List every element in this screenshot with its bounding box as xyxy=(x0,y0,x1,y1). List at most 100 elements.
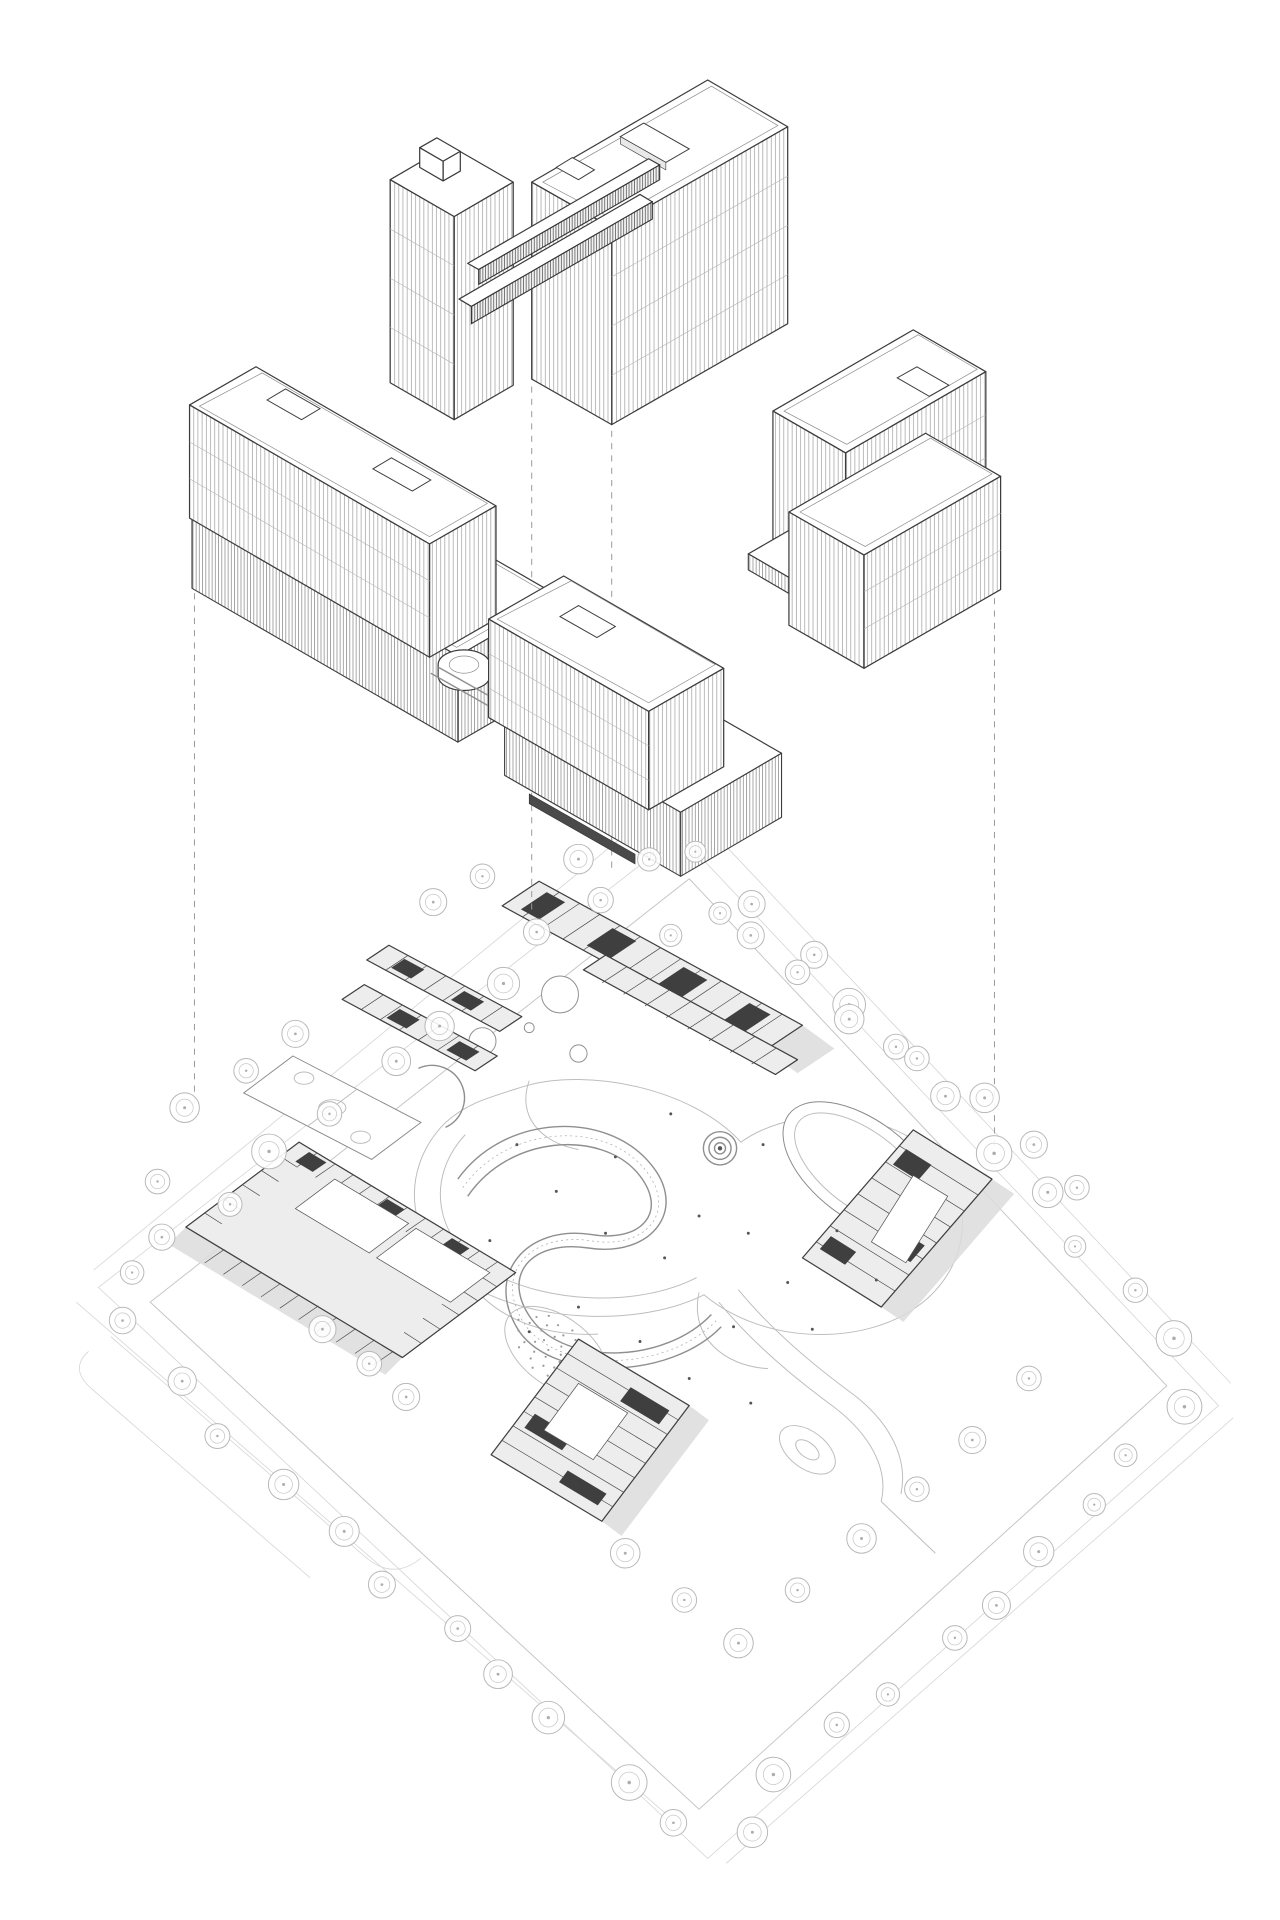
tree-symbol xyxy=(904,1045,930,1072)
tree-trunk xyxy=(750,1830,754,1834)
tree-symbol xyxy=(609,1537,641,1569)
tree-trunk xyxy=(1075,1186,1079,1189)
meadow-dot xyxy=(531,1366,534,1369)
room-grid xyxy=(602,966,777,1065)
sky-bridge-upper xyxy=(467,158,661,286)
tree-canopy-inner xyxy=(665,1814,682,1831)
meadow-dot xyxy=(547,1314,550,1318)
tree-trunk xyxy=(1046,1190,1050,1194)
tree-canopy-inner xyxy=(852,1529,871,1548)
tree-symbol xyxy=(522,918,551,946)
spiral-ring xyxy=(702,1130,738,1166)
room-poche xyxy=(295,1152,470,1259)
meadow-dot xyxy=(542,1338,546,1342)
tree-trunk xyxy=(368,1362,371,1365)
pond xyxy=(541,975,579,1014)
poche-cell xyxy=(892,1149,932,1181)
tree-trunk xyxy=(380,1583,384,1586)
figure-dot xyxy=(604,1231,608,1235)
spiral-ring xyxy=(708,1136,732,1161)
tree-canopy-inner xyxy=(173,1372,191,1390)
east-tower xyxy=(747,329,1002,669)
tree-canopy-inner xyxy=(314,1321,331,1338)
figure-dot xyxy=(746,1231,750,1235)
tree-trunk xyxy=(718,912,722,915)
pond xyxy=(569,1044,588,1063)
meadow-dot xyxy=(533,1350,536,1353)
meadow-dot xyxy=(517,1318,520,1321)
tree-symbol xyxy=(281,1019,310,1048)
floor-line xyxy=(488,687,649,781)
tree-symbol xyxy=(424,1010,455,1042)
tree-trunk xyxy=(1182,1405,1187,1409)
tree-trunk xyxy=(456,1627,460,1630)
tree-canopy-inner xyxy=(222,1197,238,1212)
tree-canopy-inner xyxy=(987,1596,1005,1614)
meadow-dot xyxy=(553,1366,556,1369)
room-divider xyxy=(315,1163,336,1178)
tree-symbol xyxy=(1166,1388,1203,1425)
tree-trunk xyxy=(1124,1454,1127,1457)
tree-trunk xyxy=(915,1488,919,1491)
tree-canopy-inner xyxy=(114,1312,131,1329)
tree-canopy-inner xyxy=(373,1576,391,1593)
floor-line xyxy=(390,327,455,365)
meadow-dot xyxy=(529,1357,532,1360)
figure-dot xyxy=(810,1327,814,1331)
tree-trunk xyxy=(130,1271,134,1274)
tree-symbol xyxy=(204,1423,231,1450)
room-divider xyxy=(242,1271,263,1286)
tree-symbol xyxy=(981,1590,1011,1620)
poche-cell xyxy=(446,1041,480,1061)
tree-trunk xyxy=(501,981,506,986)
tree-canopy-inner xyxy=(743,1823,762,1842)
tree-symbol xyxy=(1063,1235,1087,1258)
tree-canopy-inner xyxy=(258,1140,280,1162)
tree-symbol xyxy=(233,1057,259,1084)
tree-trunk xyxy=(970,1438,974,1442)
northwest-classroom-rows xyxy=(341,944,523,1072)
floor-line xyxy=(390,228,455,267)
tree-canopy-inner xyxy=(909,1481,925,1497)
tree-symbol xyxy=(469,863,496,890)
street-line xyxy=(93,811,653,1271)
court-key xyxy=(350,1130,371,1144)
figure-dot xyxy=(576,1305,580,1309)
tree-canopy-inner xyxy=(829,1717,845,1733)
poche-cell xyxy=(586,928,637,959)
courtyard xyxy=(294,1178,410,1254)
tree-canopy-inner xyxy=(642,852,657,867)
room-poche xyxy=(386,1008,480,1061)
room-divider xyxy=(687,1012,713,1030)
tree-canopy-inner xyxy=(361,1356,377,1372)
tree-canopy-inner xyxy=(274,1475,293,1494)
tree-canopy-inner xyxy=(1068,1239,1082,1254)
tree-symbol xyxy=(784,1577,811,1603)
meadow-dot xyxy=(545,1324,549,1327)
poche-cell xyxy=(620,1387,670,1425)
figure-dot xyxy=(663,1256,667,1260)
tree-symbol xyxy=(169,1092,200,1123)
tree-trunk xyxy=(244,1069,248,1072)
meadow-dot xyxy=(535,1315,538,1319)
room-divider xyxy=(261,1170,279,1182)
tree-canopy-inner xyxy=(1127,1282,1143,1298)
tree-trunk xyxy=(953,1636,957,1640)
tree-trunk xyxy=(623,1551,627,1555)
meadow-dot xyxy=(540,1329,543,1332)
entry-drive xyxy=(718,1301,884,1502)
tree-symbol xyxy=(108,1306,137,1335)
poche-cell xyxy=(438,1238,470,1259)
figure-dot xyxy=(638,1340,642,1344)
south-courtyard-building xyxy=(490,1338,690,1522)
tree-canopy-inner xyxy=(888,1039,904,1055)
meadow-dot xyxy=(528,1321,531,1325)
poche-cell xyxy=(373,1198,405,1219)
tree-canopy-inner xyxy=(742,927,759,944)
room-divider xyxy=(666,1001,692,1018)
drum-rim xyxy=(448,655,480,674)
tree-symbol xyxy=(610,1764,648,1801)
floor-line xyxy=(611,175,788,278)
tree-symbol xyxy=(444,1615,472,1643)
room-divider xyxy=(436,1035,460,1051)
